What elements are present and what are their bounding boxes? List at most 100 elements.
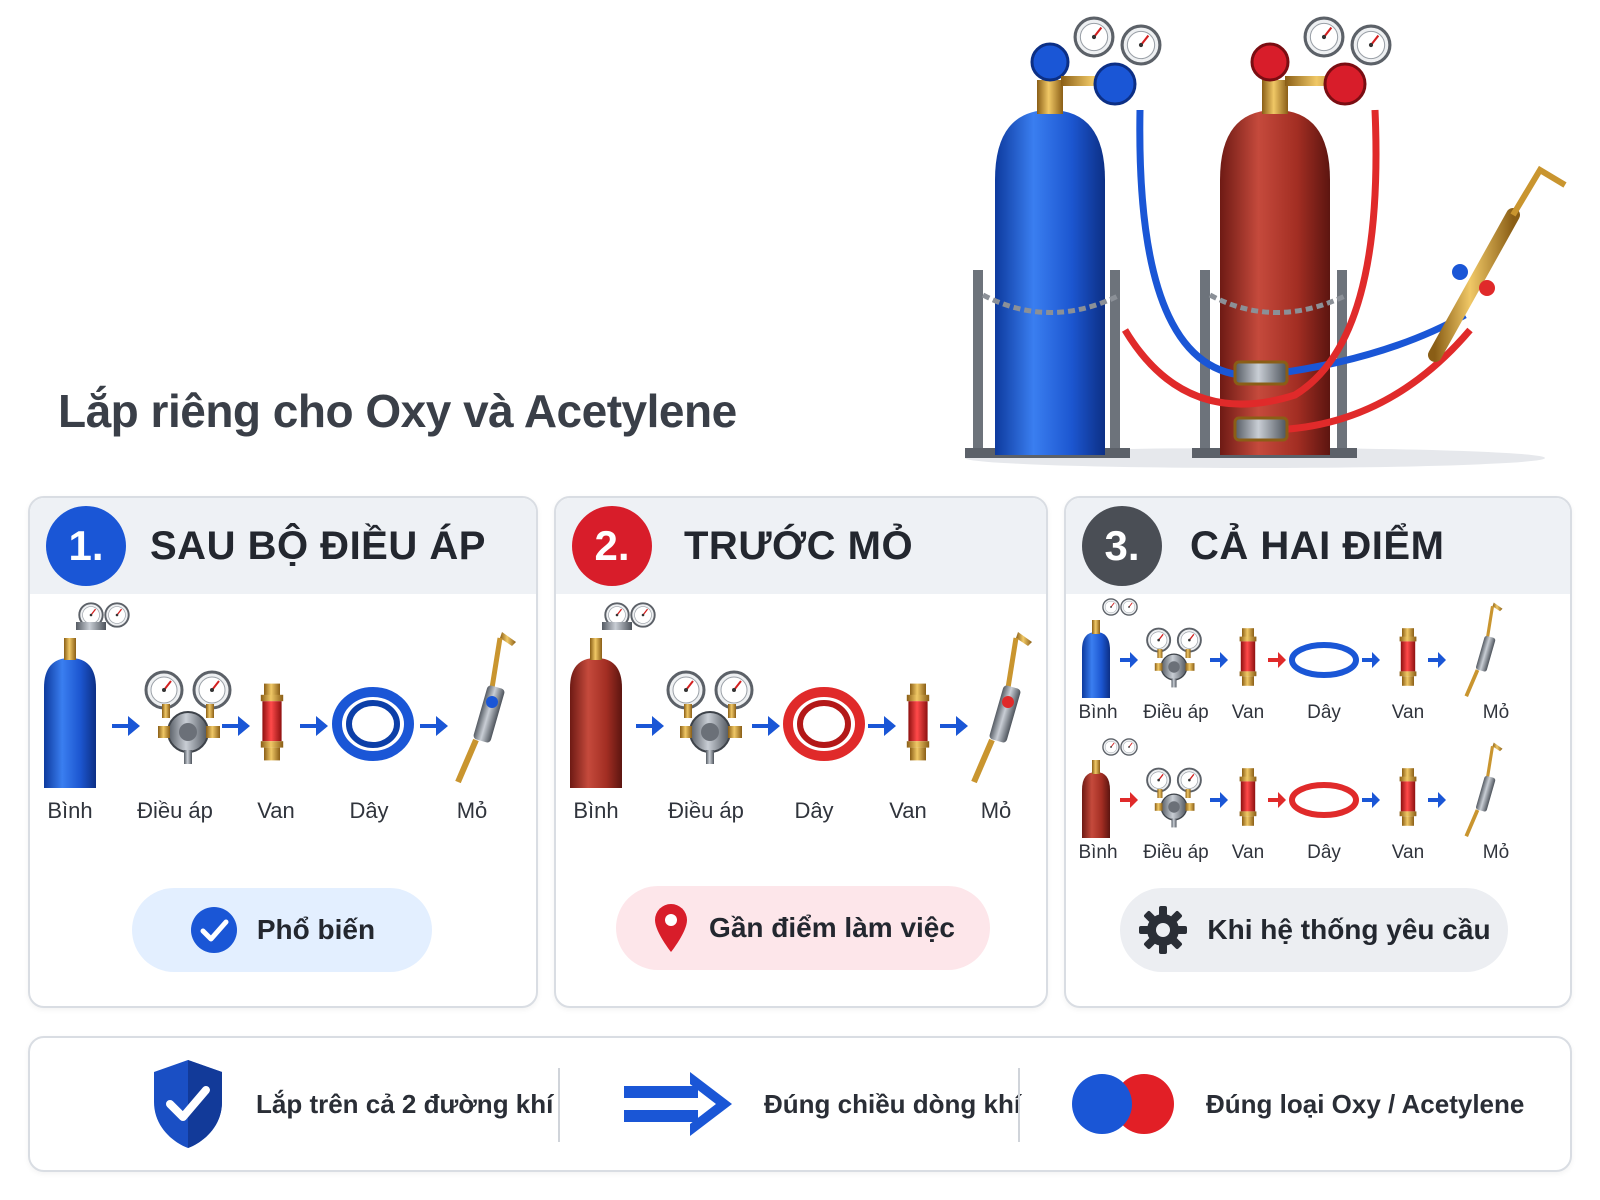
step-label: Van	[1231, 842, 1265, 863]
torch-icon	[1466, 603, 1502, 697]
flow-arrow-icon	[1428, 652, 1446, 668]
flow-arrow-icon	[868, 716, 896, 736]
badge-label: Phổ biến	[256, 914, 376, 945]
badge-common: Phổ biến	[132, 888, 432, 972]
flow-arrow-icon	[112, 716, 140, 736]
badge-label: Khi hệ thống yêu cầu	[1207, 914, 1491, 945]
flow-arrow-icon	[1120, 652, 1138, 668]
step-number-badge: 2.	[572, 506, 652, 586]
step-label: Dây	[1307, 842, 1341, 863]
footer-panel: Lắp trên cả 2 đường khí Đúng chiều dòng …	[28, 1036, 1572, 1172]
flow-arrow-icon	[636, 716, 664, 736]
card-header: 3. CẢ HAI ĐIỂM	[1066, 498, 1570, 594]
footer-text: Lắp trên cả 2 đường khí	[256, 1088, 554, 1119]
torch-icon	[974, 632, 1032, 782]
flashback-valve-icon	[906, 683, 930, 761]
flow-row-oxygen	[1082, 598, 1503, 698]
regulator-icon	[668, 672, 752, 764]
step-label: Điều áp	[1143, 842, 1209, 863]
flow-arrow-icon	[1210, 792, 1228, 808]
card-title: CẢ HAI ĐIỂM	[1190, 523, 1445, 568]
double-arrow-icon	[624, 1072, 732, 1136]
step-label: Bình	[573, 798, 619, 823]
flashback-valve-icon	[1399, 768, 1417, 826]
step-label: Van	[1391, 702, 1425, 723]
flow-arrow-icon	[300, 716, 328, 736]
gear-icon	[1139, 906, 1188, 954]
torch-icon	[458, 632, 516, 782]
flow-diagram: Bình Điều áp Van Dây Van Mỏ Bình Điều áp…	[1066, 598, 1570, 863]
flow-arrow-icon	[1268, 652, 1286, 668]
card-after-regulator: 1. SAU BỘ ĐIỀU ÁP Bình Đi	[28, 496, 538, 1008]
hose-icon	[783, 687, 865, 761]
flow-arrow-icon	[1120, 792, 1138, 808]
flow-arrow-icon	[1210, 652, 1228, 668]
blue-red-circles-icon	[1072, 1074, 1174, 1134]
footer-item-both-lines: Lắp trên cả 2 đường khí	[148, 1038, 553, 1170]
hose-icon	[332, 687, 414, 761]
oxygen-cylinder	[995, 16, 1162, 455]
step-label: Dây	[794, 798, 834, 823]
shield-check-icon	[154, 1060, 222, 1148]
torch-illustration	[1428, 165, 1567, 362]
step-label: Van	[1231, 702, 1265, 723]
step-label: Mỏ	[1482, 842, 1510, 863]
regulator-icon	[146, 672, 230, 764]
card-title: SAU BỘ ĐIỀU ÁP	[150, 523, 486, 568]
flow-arrow-icon	[1268, 792, 1286, 808]
hose-icon	[1289, 642, 1359, 678]
flashback-valve-icon	[1239, 628, 1257, 686]
step-label: Mỏ	[980, 798, 1012, 823]
flashback-valve-icon	[260, 683, 284, 761]
regulator-icon	[1147, 629, 1201, 688]
footer-item-gas-type: Đúng loại Oxy / Acetylene	[1068, 1038, 1524, 1170]
step-label: Dây	[349, 798, 389, 823]
step-number-badge: 1.	[46, 506, 126, 586]
flow-arrow-icon	[222, 716, 250, 736]
step-number-badge: 3.	[1082, 506, 1162, 586]
step-label: Van	[257, 798, 295, 823]
footer-divider	[558, 1068, 560, 1142]
footer-text: Đúng loại Oxy / Acetylene	[1206, 1088, 1525, 1119]
cylinders-illustration	[965, 16, 1567, 468]
card-both-points: 3. CẢ HAI ĐIỂM	[1064, 496, 1572, 1008]
flow-diagram: Bình Điều áp Dây Van Mỏ	[556, 598, 1046, 858]
badge-label: Gần điểm làm việc	[709, 912, 955, 943]
regulator-icon	[1147, 769, 1201, 828]
location-pin-icon	[655, 904, 688, 952]
flow-arrow-icon	[752, 716, 780, 736]
flow-arrow-icon	[1362, 792, 1380, 808]
flow-row-acetylene	[1082, 738, 1503, 838]
footer-text: Đúng chiều dòng khí	[764, 1088, 1022, 1119]
cylinder-icon	[1082, 598, 1138, 698]
page-title: Lắp riêng cho Oxy và Acetylene	[58, 385, 737, 437]
cylinder-icon	[570, 602, 656, 788]
flow-arrow-icon	[940, 716, 968, 736]
flow-arrow-icon	[1428, 792, 1446, 808]
flow-arrow-icon	[1362, 652, 1380, 668]
footer-divider	[1018, 1068, 1020, 1142]
footer-item-flow-direction: Đúng chiều dòng khí	[624, 1038, 1021, 1170]
step-label: Mỏ	[456, 798, 488, 823]
card-before-torch: 2. TRƯỚC MỎ Bình Điều áp	[554, 496, 1048, 1008]
badge-near-work: Gần điểm làm việc	[616, 886, 990, 970]
flow-arrow-icon	[420, 716, 448, 736]
check-circle-icon	[190, 907, 237, 953]
card-header: 2. TRƯỚC MỎ	[556, 498, 1046, 594]
step-label: Bình	[47, 798, 93, 823]
cylinder-icon	[44, 602, 130, 788]
step-label: Điều áp	[668, 798, 744, 823]
cylinder-icon	[1082, 738, 1138, 838]
flashback-valve-icon	[1239, 768, 1257, 826]
step-label: Bình	[1078, 702, 1118, 723]
step-label: Điều áp	[137, 798, 213, 823]
step-label: Van	[889, 798, 927, 823]
step-label: Mỏ	[1482, 702, 1510, 723]
card-title: TRƯỚC MỎ	[684, 523, 914, 568]
step-label: Bình	[1078, 842, 1118, 863]
step-label: Van	[1391, 842, 1425, 863]
hose-icon	[1289, 782, 1359, 818]
flashback-valve-icon	[1399, 628, 1417, 686]
badge-when-required: Khi hệ thống yêu cầu	[1120, 888, 1508, 972]
step-label: Dây	[1307, 702, 1341, 723]
